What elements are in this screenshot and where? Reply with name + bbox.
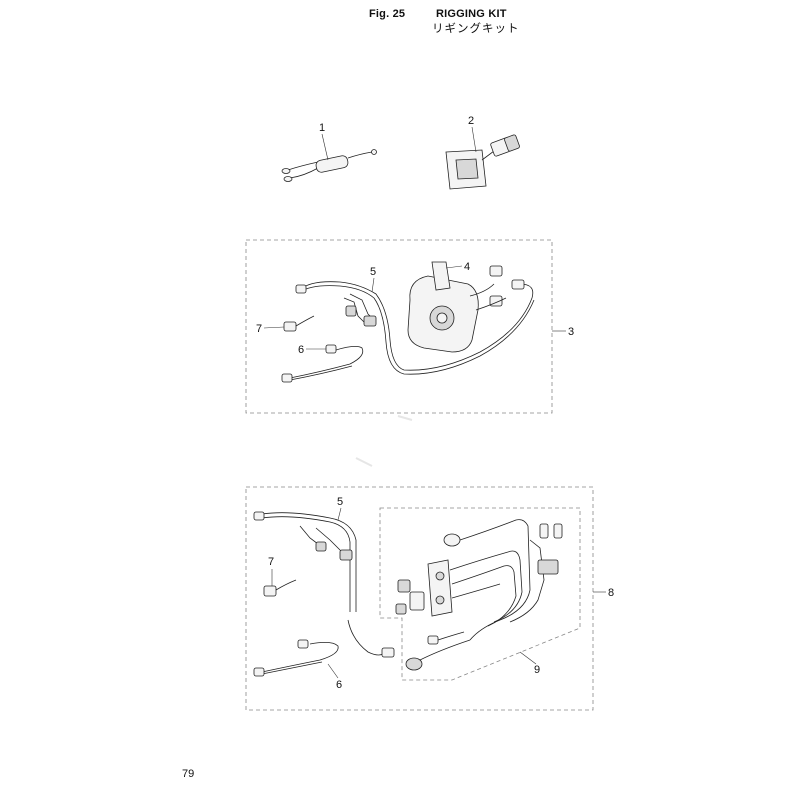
leader-line-2 [471,126,477,153]
callout-5-upper: 5 [370,266,376,278]
part-6-lead-wire-upper[interactable] [281,344,364,383]
page-title: RIGGING KIT [436,8,507,20]
callout-2: 2 [468,115,474,127]
callout-4: 4 [464,261,470,273]
callout-9: 9 [534,664,540,676]
page-number: 79 [182,768,195,780]
callout-3: 3 [568,326,574,338]
part-1-wire-lead[interactable] [281,149,377,182]
callout-1: 1 [319,122,325,134]
leader-line-1 [321,133,329,161]
part-2-switch-panel[interactable] [445,134,520,190]
callout-5-lower: 5 [337,496,343,508]
part-7-connector-lower[interactable] [263,579,297,597]
kit-8-boundary [245,486,594,711]
leader-line-9 [519,651,537,665]
part-5-main-harness-lower[interactable] [253,511,395,658]
callout-7-upper: 7 [256,323,262,335]
callout-8: 8 [608,587,614,599]
callout-7-lower: 7 [268,556,274,568]
leader-line-5-lower [337,507,342,521]
leader-line-6-lower [327,663,339,679]
callout-6-upper: 6 [298,344,304,356]
part-5-main-harness-upper[interactable] [295,279,535,375]
figure-number: Fig. 25 [369,8,406,20]
leader-line-7-upper [263,326,285,329]
leader-line-4 [445,265,463,269]
leader-line-5-upper [371,277,375,293]
kit-3-boundary [245,239,553,414]
smudge-mark [397,415,413,421]
part-6-lead-wire-lower[interactable] [253,639,339,677]
smudge-mark [355,457,373,467]
part-7-connector-upper[interactable] [283,315,315,332]
part-4-remote-control-box[interactable] [407,261,507,353]
callout-6-lower: 6 [336,679,342,691]
page-title-japanese: リギングキット [432,23,520,35]
part-9-panel-harness[interactable] [395,519,563,671]
kit-9-boundary [379,507,581,681]
